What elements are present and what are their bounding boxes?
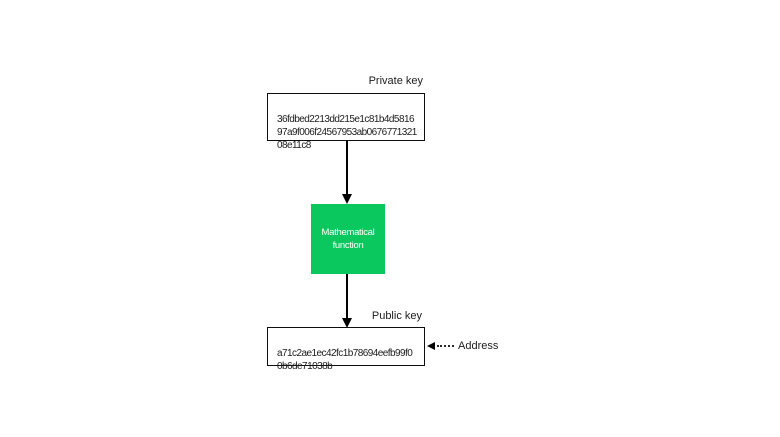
private-key-box: 36fdbed2213dd215e1c81b4d5816 97a9f006f24… <box>267 93 425 151</box>
public-key-box: a71c2ae1ec42fc1b78694eefb99f0 0b6de71038… <box>267 327 425 372</box>
arrow-function-to-public-line <box>346 274 348 318</box>
arrow-down-icon <box>342 194 352 204</box>
arrow-down-icon <box>342 318 352 328</box>
mathematical-function-box: Mathematical function <box>311 204 385 274</box>
public-key-value: a71c2ae1ec42fc1b78694eefb99f0 0b6de71038… <box>277 348 413 372</box>
address-dotted-line <box>437 345 454 347</box>
private-key-value: 36fdbed2213dd215e1c81b4d5816 97a9f006f24… <box>277 114 417 151</box>
arrow-private-to-function-line <box>346 141 348 194</box>
mathematical-function-label: Mathematical function <box>321 227 375 251</box>
private-key-label: Private key <box>368 75 423 87</box>
public-key-label: Public key <box>371 310 422 322</box>
arrow-left-icon <box>427 342 435 350</box>
address-label: Address <box>458 340 499 352</box>
